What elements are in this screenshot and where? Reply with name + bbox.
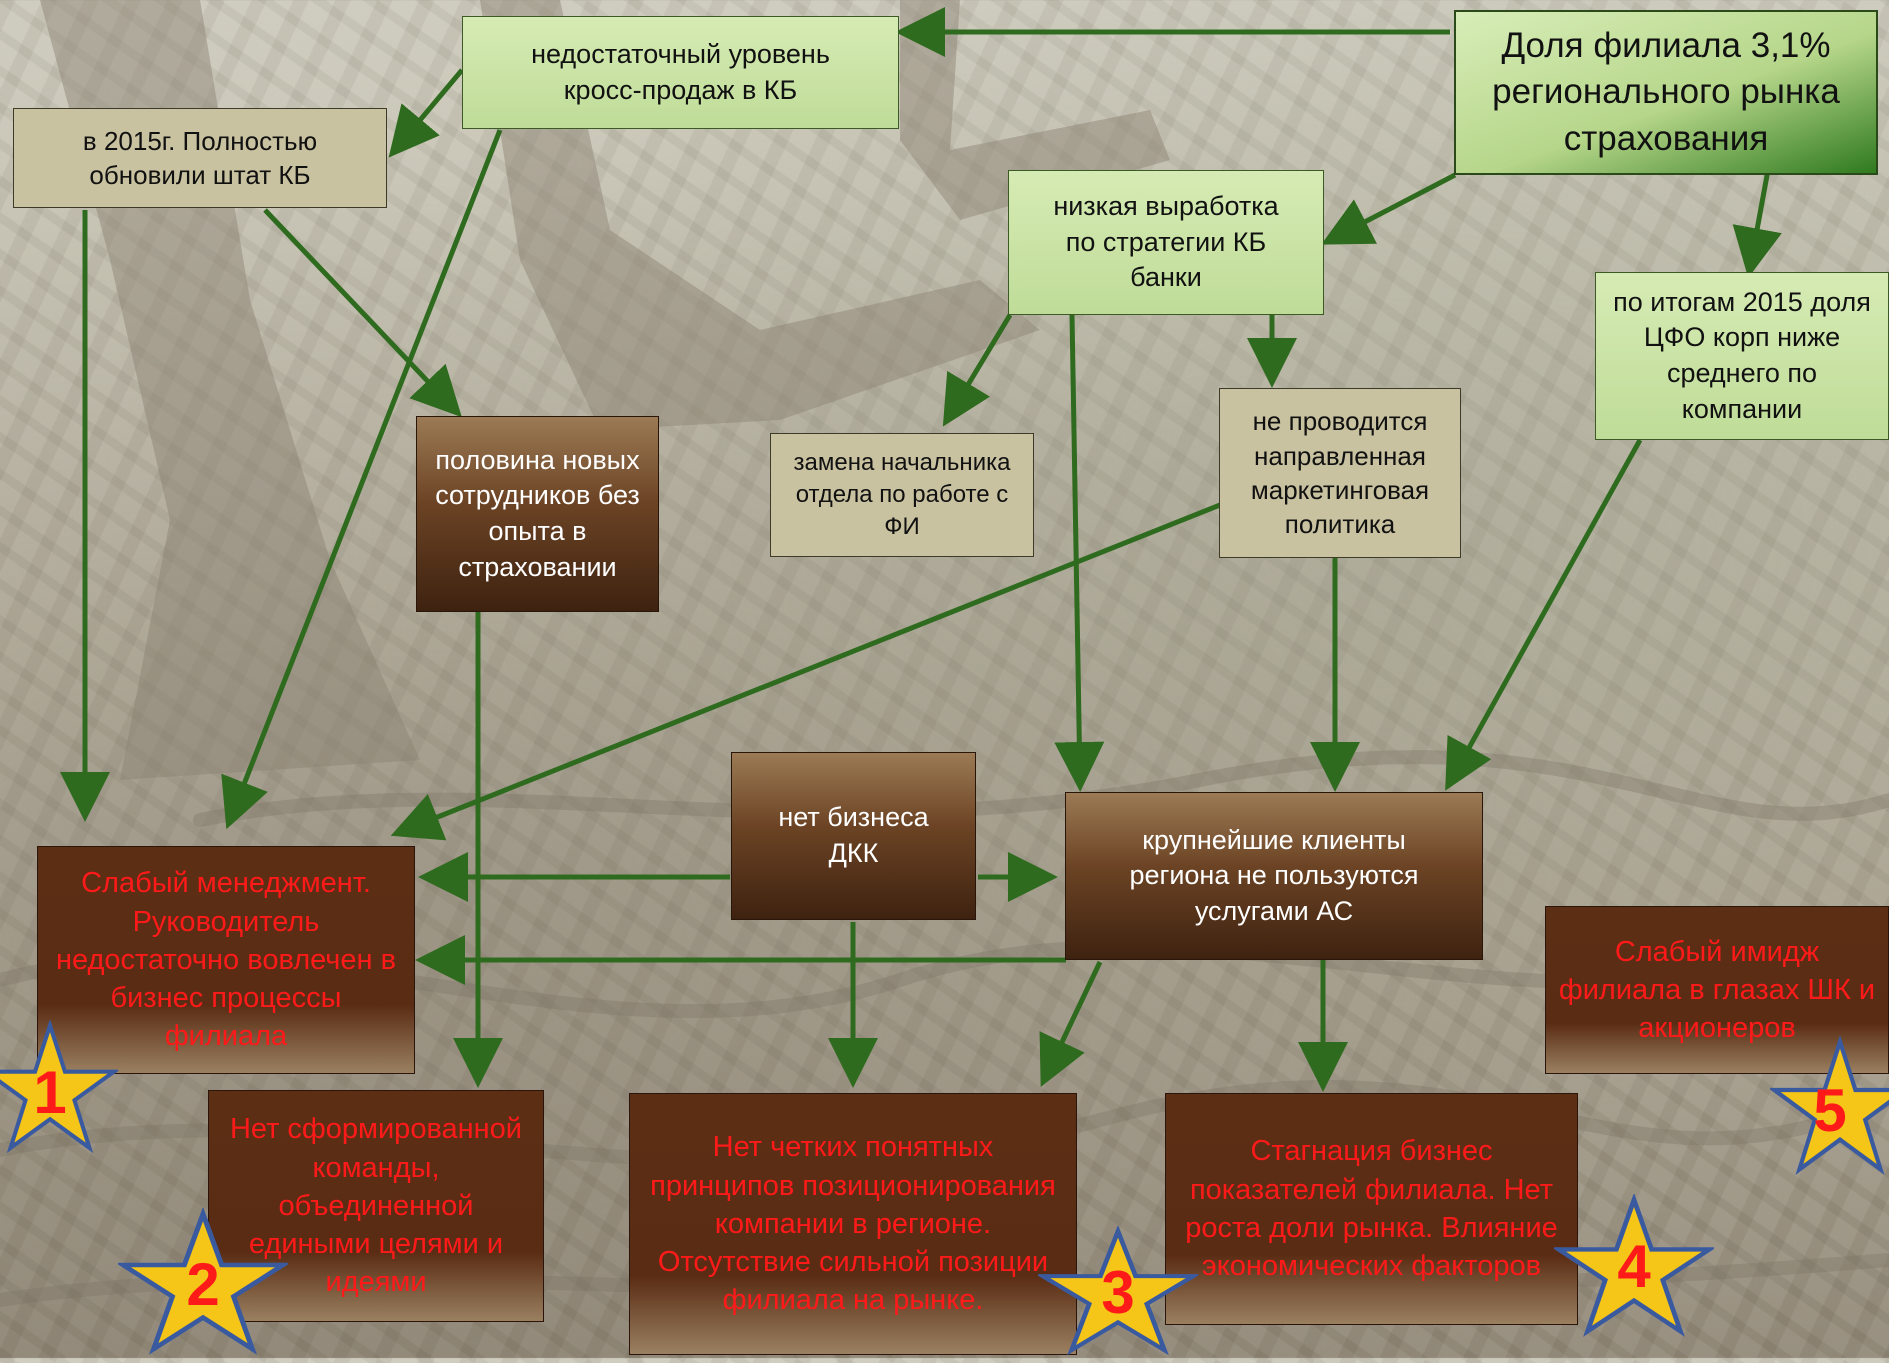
star-number: 2	[186, 1251, 220, 1318]
arrow-marketing-to-p1	[390, 502, 1221, 841]
star-number: 4	[1617, 1233, 1651, 1300]
star-icon	[1767, 1034, 1889, 1175]
cross-sales-box: недостаточный уровень кросс-продаж в КБ	[462, 16, 899, 129]
star-4: 4	[1551, 1192, 1717, 1340]
problem-4-box: Стагнация бизнес показателей филиала. Не…	[1165, 1093, 1578, 1325]
problem-1-box: Слабый менеджмент. Руководитель недостат…	[37, 846, 415, 1074]
star-5: 5	[1767, 1034, 1889, 1178]
arrow-goal-to-low-output	[1321, 172, 1457, 245]
problem-2-box: Нет сформированной команды, объединенной…	[208, 1090, 544, 1322]
star-2: 2	[115, 1206, 291, 1358]
star-number: 5	[1813, 1077, 1847, 1144]
arrow-cfo-to-clients	[1445, 438, 1643, 791]
staff-renewed-box: в 2015г. Полностью обновили штат КБ	[13, 108, 387, 208]
largest-clients-box: крупнейшие клиенты региона не пользуются…	[1065, 792, 1483, 960]
replace-head-box: замена начальника отдела по работе с ФИ	[770, 433, 1034, 557]
no-dkk-box: нет бизнеса ДКК	[731, 752, 976, 920]
problem-3-box: Нет четких понятных принципов позиционир…	[629, 1093, 1077, 1355]
star-icon	[1035, 1224, 1201, 1356]
arrow-staff-to-half-new	[263, 208, 462, 418]
star-icon	[1551, 1192, 1717, 1337]
star-number: 1	[33, 1059, 67, 1126]
star-icon	[115, 1206, 291, 1355]
arrow-goal-to-cfo	[1732, 169, 1782, 278]
cfo-share-box: по итогам 2015 доля ЦФО корп ниже средне…	[1595, 272, 1889, 440]
star-3: 3	[1035, 1224, 1201, 1358]
star-1: 1	[0, 1018, 121, 1156]
arrow-low-to-clients	[1054, 314, 1105, 792]
star-number: 3	[1101, 1259, 1135, 1326]
arrow-clients-to-p3	[1039, 960, 1103, 1088]
star-icon	[0, 1018, 121, 1154]
arrow-cross-to-p1	[221, 129, 503, 830]
arrow-cross-to-staff	[388, 68, 464, 158]
arrow-low-to-replace	[942, 313, 1013, 427]
market-share-goal-box: Доля филиала 3,1% регионального рынка ст…	[1454, 10, 1878, 175]
no-marketing-box: не проводится направленная маркетинговая…	[1219, 388, 1461, 558]
half-new-staff-box: половина новых сотрудников без опыта в с…	[416, 416, 659, 612]
low-output-box: низкая выработка по стратегии КБ банки	[1008, 170, 1324, 315]
problem-5-box: Слабый имидж филиала в глазах ШК и акцио…	[1545, 906, 1889, 1074]
